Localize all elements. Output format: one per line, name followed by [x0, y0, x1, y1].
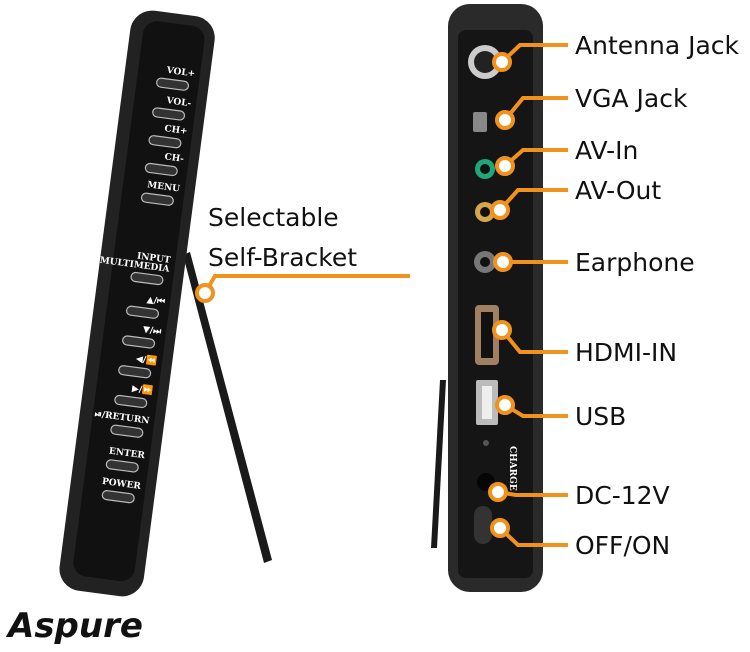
- side-button[interactable]: [148, 135, 182, 149]
- side-button-label: MENU: [147, 180, 181, 194]
- callout-dot: [490, 518, 510, 538]
- side-button[interactable]: [114, 394, 148, 409]
- callout-dot: [492, 320, 512, 340]
- callout-dot: [492, 52, 512, 72]
- side-button[interactable]: [140, 192, 174, 206]
- callout-dot: [495, 110, 515, 130]
- bracket-label-line1: Selectable: [208, 203, 339, 232]
- side-button-label: ENTER: [108, 447, 146, 462]
- side-button[interactable]: [105, 459, 139, 473]
- bracket-label-line2: Self-Bracket: [208, 243, 357, 272]
- side-button-label: CH+: [164, 124, 188, 137]
- side-button[interactable]: [130, 271, 164, 286]
- side-button-label: CH-: [164, 152, 185, 164]
- port-label: HDMI-IN: [575, 338, 677, 367]
- port-label: DC-12V: [575, 481, 670, 510]
- side-button[interactable]: [110, 424, 144, 438]
- callout-dot: [495, 156, 515, 176]
- back-stand: [431, 380, 446, 548]
- side-button-label: ◀/⏪: [135, 352, 158, 367]
- bracket-callout-line: [203, 274, 410, 295]
- device-port-side-view: CHARGE: [448, 4, 543, 592]
- side-button[interactable]: [101, 490, 135, 504]
- side-button[interactable]: [156, 77, 190, 91]
- port-label: AV-In: [575, 136, 638, 165]
- side-button[interactable]: [144, 162, 178, 177]
- port-label: AV-Out: [575, 176, 661, 205]
- side-button-label: ▲/⏮: [146, 295, 165, 307]
- callout-dot: [495, 395, 515, 415]
- side-button-label: VOL-: [165, 96, 192, 109]
- brand-logo: Aspure: [5, 606, 143, 646]
- side-button-label: INPUT: [136, 252, 171, 266]
- callout-dot: [493, 252, 513, 272]
- port-label: OFF/ON: [575, 531, 670, 560]
- callout-dot: [488, 482, 508, 502]
- power-switch: [474, 506, 492, 544]
- side-button[interactable]: [122, 335, 156, 349]
- side-button[interactable]: [126, 305, 160, 319]
- callout-dot: [490, 200, 510, 220]
- charge-marking: CHARGE: [507, 446, 517, 491]
- side-button-label: ▼/⏭: [142, 325, 162, 337]
- port-label: Antenna Jack: [575, 31, 740, 60]
- side-button[interactable]: [118, 365, 152, 379]
- side-button-label: ▶/⏩: [131, 382, 154, 397]
- side-button-label: VOL+: [165, 66, 196, 80]
- port-label: VGA Jack: [575, 84, 688, 113]
- charge-led: [483, 440, 489, 446]
- side-button[interactable]: [152, 107, 186, 121]
- port-label: USB: [575, 402, 626, 431]
- vga-jack: [473, 112, 487, 132]
- port-label: Earphone: [575, 248, 695, 277]
- bracket-callout-dot: [195, 283, 215, 303]
- self-bracket-stand: [183, 252, 272, 563]
